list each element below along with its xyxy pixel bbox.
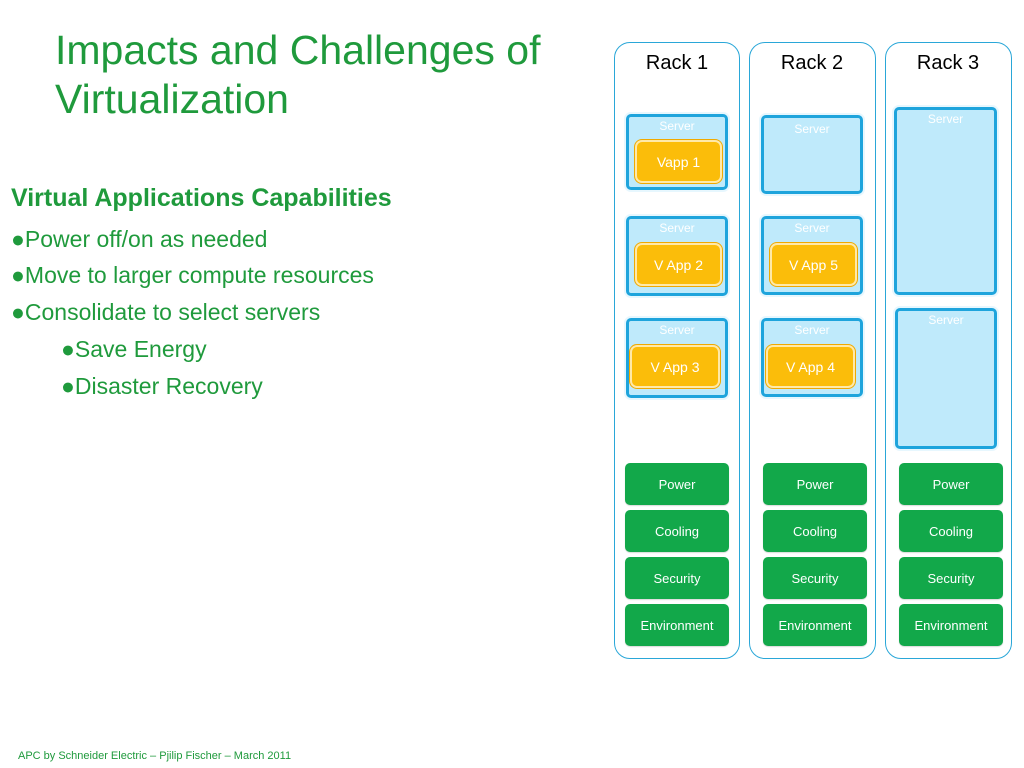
- rack-1-power: Power: [625, 463, 729, 505]
- bullet-text: Consolidate to select servers: [24, 299, 321, 325]
- sub-bullet-item: ●Disaster Recovery: [61, 373, 263, 400]
- vapp-5: V App 5: [770, 243, 857, 286]
- rack-3-environment: Environment: [899, 604, 1003, 646]
- slide-title: Impacts and Challenges of Virtualization: [55, 26, 615, 124]
- bullet-dot: ●: [61, 373, 75, 399]
- bullet-text: Power off/on as needed: [24, 226, 268, 252]
- rack-2-security: Security: [763, 557, 867, 599]
- slide-title-line-1: Impacts and Challenges of: [55, 27, 541, 73]
- server-label: Server: [659, 323, 695, 337]
- server-label: Server: [794, 122, 830, 136]
- rack-3-cooling: Cooling: [899, 510, 1003, 552]
- rack-3-security: Security: [899, 557, 1003, 599]
- server-label: Server: [928, 313, 964, 327]
- vapp-3: V App 3: [630, 345, 720, 388]
- bullet-dot: ●: [11, 299, 25, 325]
- footer-text: APC by Schneider Electric – Pjilip Fisch…: [18, 750, 292, 762]
- server-label: Server: [794, 221, 830, 235]
- rack-1-environment: Environment: [625, 604, 729, 646]
- rack-2-environment: Environment: [763, 604, 867, 646]
- server-label: Server: [927, 112, 964, 126]
- bullet-dot: ●: [61, 336, 75, 362]
- bullet-text: Move to larger compute resources: [24, 262, 374, 288]
- rack-2-label: Rack 2: [780, 52, 844, 74]
- vapp-4: V App 4: [766, 345, 855, 388]
- rack-3-power: Power: [899, 463, 1003, 505]
- rack-1-security: Security: [625, 557, 729, 599]
- sub-bullet-text: Save Energy: [74, 336, 207, 362]
- bullet-dot: ●: [11, 226, 25, 252]
- bullet-item: ●Consolidate to select servers: [11, 299, 320, 326]
- rack-3-server-2: Server: [895, 308, 997, 449]
- rack-1-cooling: Cooling: [625, 510, 729, 552]
- rack-2-cooling: Cooling: [763, 510, 867, 552]
- vapp-2: V App 2: [635, 243, 722, 286]
- server-label: Server: [659, 221, 695, 235]
- rack-3-label: Rack 3: [916, 52, 980, 74]
- rack-2-power: Power: [763, 463, 867, 505]
- server-label: Server: [659, 119, 695, 133]
- rack-1-label: Rack 1: [645, 52, 709, 74]
- bullet-item: ●Power off/on as needed: [11, 226, 267, 253]
- slide-title-line-2: Virtualization: [55, 76, 289, 122]
- bullet-dot: ●: [11, 262, 25, 288]
- rack-2-server-1: Server: [761, 115, 863, 194]
- rack-3-server-1: Server: [894, 107, 997, 295]
- bullet-item: ●Move to larger compute resources: [11, 262, 374, 289]
- server-label: Server: [794, 323, 830, 337]
- sub-bullet-item: ●Save Energy: [61, 336, 207, 363]
- vapp-1: Vapp 1: [635, 140, 722, 183]
- sub-bullet-text: Disaster Recovery: [74, 373, 263, 399]
- capabilities-heading: Virtual Applications Capabilities: [11, 184, 392, 212]
